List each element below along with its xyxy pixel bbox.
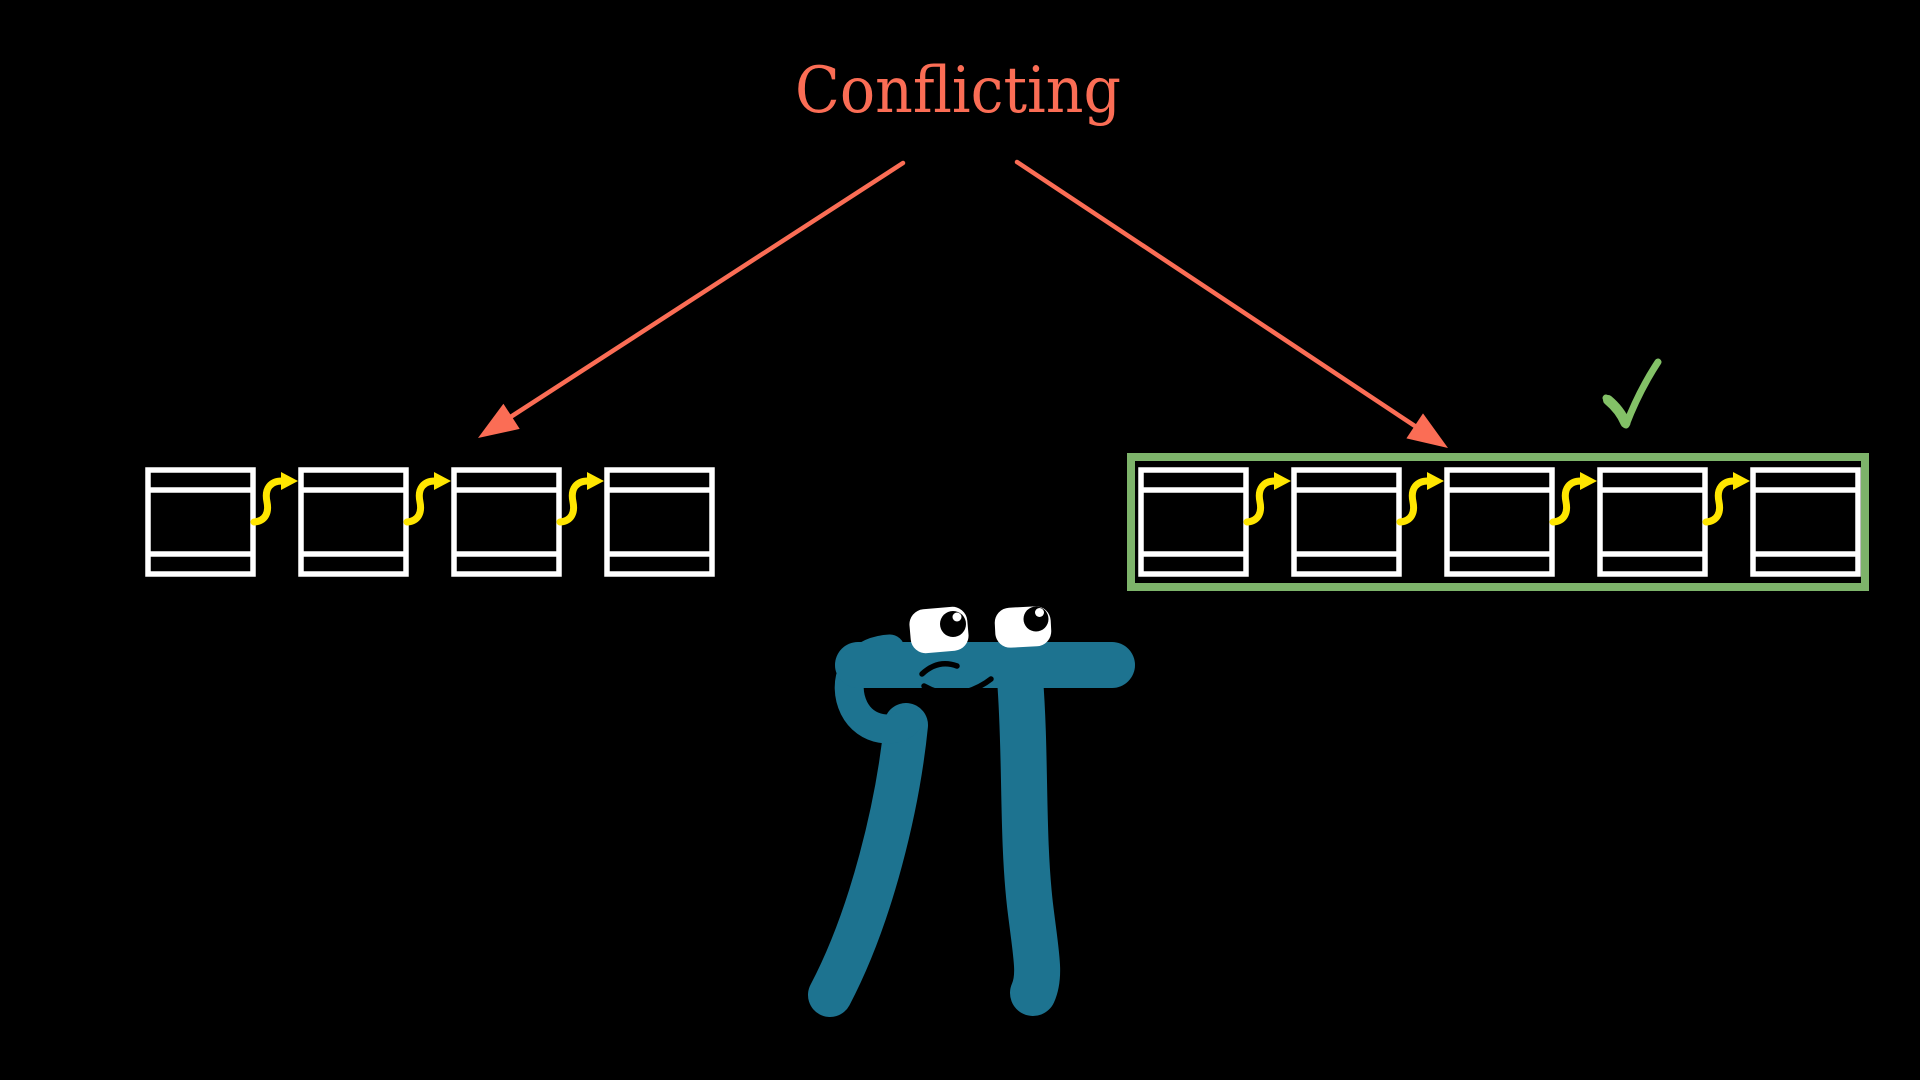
- pi-cheek-line: [928, 695, 964, 725]
- block: [1138, 467, 1249, 577]
- conflict-arrow-right: [1014, 159, 1448, 448]
- blockchain-left: [145, 467, 715, 577]
- curved-arrow-icon: [403, 472, 451, 526]
- block: [604, 467, 715, 577]
- curved-arrow-icon: [1702, 472, 1750, 526]
- block: [1597, 467, 1708, 577]
- blockchain-right: [1138, 467, 1861, 577]
- pi-right-eye-glint: [1035, 608, 1044, 617]
- block: [1444, 467, 1555, 577]
- pi-nose-line: [919, 661, 960, 677]
- checkmark-stroke: [1602, 358, 1662, 429]
- arrow-shaft: [1014, 159, 1417, 429]
- block: [145, 467, 256, 577]
- valid-chain-outline: [1127, 453, 1869, 591]
- straight-arrow-icon: [478, 403, 520, 438]
- curved-arrow-icon: [1549, 472, 1597, 526]
- conflict-arrow-left: [478, 160, 906, 438]
- arrow-shaft: [509, 160, 906, 419]
- pi-right-leg: [997, 656, 1061, 1016]
- checkmark-icon: [1602, 358, 1662, 429]
- straight-arrow-icon: [1406, 413, 1448, 448]
- curved-arrow-icon: [250, 472, 298, 526]
- block: [451, 467, 562, 577]
- curved-arrow-icon: [556, 472, 604, 526]
- pi-mouth: [921, 676, 994, 697]
- block: [298, 467, 409, 577]
- pi-left-leg: [808, 703, 928, 1017]
- curved-arrow-icon: [1396, 472, 1444, 526]
- block: [1291, 467, 1402, 577]
- pi-left-pupil: [940, 611, 966, 637]
- pi-left-eye-glint: [952, 612, 962, 622]
- checkmark-stroke: [1603, 395, 1631, 428]
- title-label: Conflicting: [795, 54, 1121, 128]
- block: [1750, 467, 1861, 577]
- curved-arrow-icon: [1243, 472, 1291, 526]
- pi-creature: [808, 606, 1135, 1017]
